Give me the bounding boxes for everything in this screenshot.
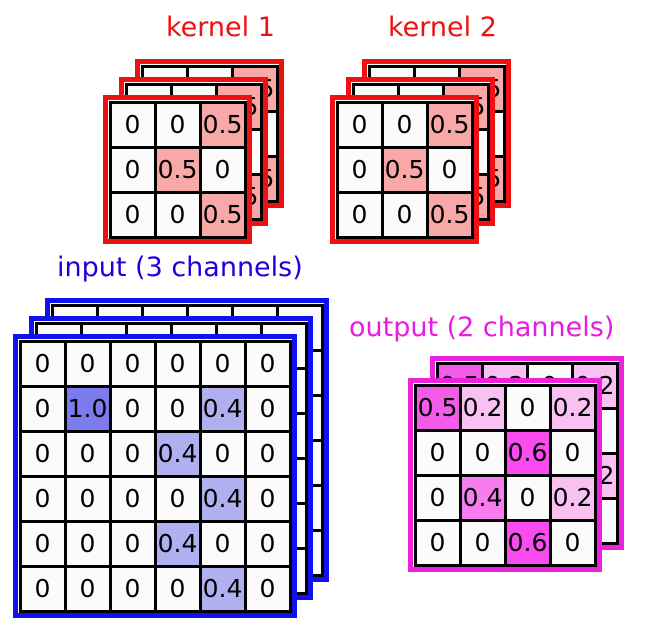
kernel-1-channel-1-cell-r0-c0: 0 xyxy=(108,100,157,149)
input-channel-1-cell-r3-c5: 0 xyxy=(243,474,292,523)
kernel-2-channel-1-cell-r0-c0: 0 xyxy=(335,100,384,149)
input-channel-1-cell-r3-c1: 0 xyxy=(63,474,112,523)
output-channel-1-cell-r3-c1: 0 xyxy=(458,518,507,567)
kernel-1-channel-1-cell-r0-c1: 0 xyxy=(153,100,202,149)
input-channel-1-cell-r3-c3: 0 xyxy=(153,474,202,523)
input-channel-1-cell-r5-c0: 0 xyxy=(18,564,67,613)
output-channel-1-cell-r0-c0: 0.5 xyxy=(413,383,462,432)
input-channel-1-cell-r1-c0: 0 xyxy=(18,384,67,433)
kernel-2-channel-1-cell-r1-c2: 0 xyxy=(425,145,474,194)
kernel-2-title: kernel 2 xyxy=(388,12,497,43)
input-channel-1-cell-r2-c4: 0 xyxy=(198,429,247,478)
input-channel-1-cell-r5-c1: 0 xyxy=(63,564,112,613)
output-channel-1-cell-r1-c0: 0 xyxy=(413,428,462,477)
input-channel-1-cell-r4-c0: 0 xyxy=(18,519,67,568)
input-channel-1-cell-r1-c1: 1.0 xyxy=(63,384,112,433)
output-channel-1-cell-r2-c2: 0 xyxy=(503,473,552,522)
input-title: input (3 channels) xyxy=(57,252,303,283)
kernel-1-channel-1-cell-r2-c0: 0 xyxy=(108,190,157,239)
input-channel-1-cell-r2-c1: 0 xyxy=(63,429,112,478)
kernel-1-channel-1-cell-r0-c2: 0.5 xyxy=(198,100,247,149)
kernel-2-channel-1-cell-r1-c0: 0 xyxy=(335,145,384,194)
input-channel-1-cell-r5-c3: 0 xyxy=(153,564,202,613)
kernel-2-channel-1-cell-r0-c1: 0 xyxy=(380,100,429,149)
input-channel-1-cell-r4-c2: 0 xyxy=(108,519,157,568)
input-channel-1-cell-r1-c3: 0 xyxy=(153,384,202,433)
output-channel-1-cell-r1-c1: 0 xyxy=(458,428,507,477)
input-channel-1-cell-r1-c4: 0.4 xyxy=(198,384,247,433)
input-channel-1-cell-r5-c2: 0 xyxy=(108,564,157,613)
input-channel-1-cell-r3-c4: 0.4 xyxy=(198,474,247,523)
input-channel-1-cell-r5-c5: 0 xyxy=(243,564,292,613)
output-channel-1-cell-r0-c3: 0.2 xyxy=(548,383,597,432)
input-channel-1-cell-r4-c3: 0.4 xyxy=(153,519,202,568)
output-channel-1-cell-r2-c1: 0.4 xyxy=(458,473,507,522)
input-channel-1-cell-r0-c1: 0 xyxy=(63,339,112,388)
input-channel-1-cell-r3-c0: 0 xyxy=(18,474,67,523)
input-channel-1-cell-r4-c4: 0 xyxy=(198,519,247,568)
input-channel-1-cell-r0-c3: 0 xyxy=(153,339,202,388)
input-channel-1-cell-r3-c2: 0 xyxy=(108,474,157,523)
kernel-2-channel-1-cell-r2-c0: 0 xyxy=(335,190,384,239)
kernel-1-channel-1-cell-r1-c0: 0 xyxy=(108,145,157,194)
output-channel-1-cell-r3-c0: 0 xyxy=(413,518,462,567)
input-channel-1-cell-r2-c2: 0 xyxy=(108,429,157,478)
kernel-1-channel-1-cell-r2-c1: 0 xyxy=(153,190,202,239)
output-channel-1-cell-r3-c3: 0 xyxy=(548,518,597,567)
input-channel-1-cell-r2-c0: 0 xyxy=(18,429,67,478)
input-channel-1-cell-r0-c2: 0 xyxy=(108,339,157,388)
input-channel-1-cell-r0-c4: 0 xyxy=(198,339,247,388)
output-channel-1-cell-r0-c2: 0 xyxy=(503,383,552,432)
input-channel-1-cell-r0-c0: 0 xyxy=(18,339,67,388)
output-channel-1-cell-r1-c3: 0 xyxy=(548,428,597,477)
input-channel-1-cell-r1-c2: 0 xyxy=(108,384,157,433)
input-channel-1-cell-r4-c5: 0 xyxy=(243,519,292,568)
output-channel-1-cell-r0-c1: 0.2 xyxy=(458,383,507,432)
input-channel-1-cell-r0-c5: 0 xyxy=(243,339,292,388)
input-channel-1-cell-r2-c5: 0 xyxy=(243,429,292,478)
kernel-2-channel-1-cell-r1-c1: 0.5 xyxy=(380,145,429,194)
kernel-1-channel-1-cell-r1-c2: 0 xyxy=(198,145,247,194)
input-channel-1-cell-r1-c5: 0 xyxy=(243,384,292,433)
kernel-2-channel-1-cell-r2-c1: 0 xyxy=(380,190,429,239)
kernel-1-channel-1-cell-r1-c1: 0.5 xyxy=(153,145,202,194)
kernel-1-channel-1-cell-r2-c2: 0.5 xyxy=(198,190,247,239)
kernel-2-channel-1-cell-r2-c2: 0.5 xyxy=(425,190,474,239)
output-title: output (2 channels) xyxy=(349,312,615,343)
output-channel-1-cell-r2-c0: 0 xyxy=(413,473,462,522)
output-channel-1-cell-r3-c2: 0.6 xyxy=(503,518,552,567)
input-channel-1-cell-r5-c4: 0.4 xyxy=(198,564,247,613)
output-channel-1-cell-r2-c3: 0.2 xyxy=(548,473,597,522)
kernel-1-title: kernel 1 xyxy=(166,12,275,43)
kernel-2-channel-1-cell-r0-c2: 0.5 xyxy=(425,100,474,149)
output-channel-1-cell-r1-c2: 0.6 xyxy=(503,428,552,477)
input-channel-1-cell-r2-c3: 0.4 xyxy=(153,429,202,478)
input-channel-1-cell-r4-c1: 0 xyxy=(63,519,112,568)
